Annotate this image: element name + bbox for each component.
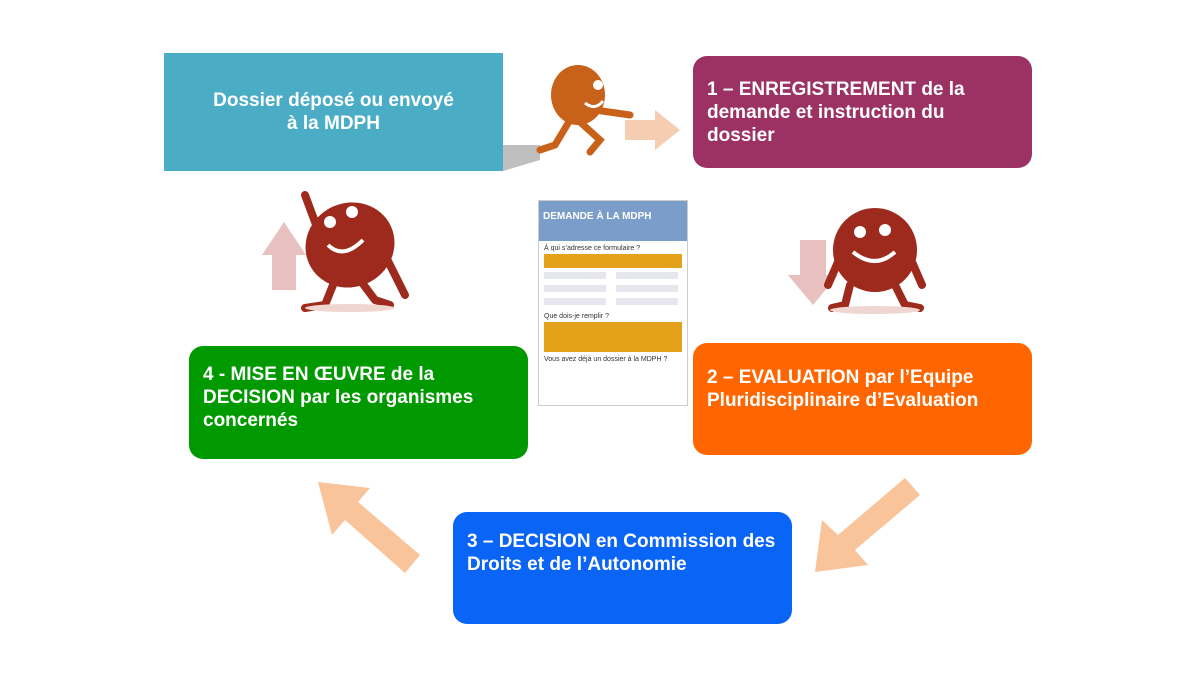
arrow-up-icon <box>262 222 306 290</box>
form-title: DEMANDE À LA MDPH <box>543 211 652 222</box>
form-section-2: Que dois-je remplir ? <box>544 313 609 320</box>
mascot-smiling-icon <box>824 208 926 314</box>
start-label-line1: Dossier déposé ou envoyé <box>213 90 454 111</box>
mascot-waving-icon <box>301 191 409 312</box>
step-2-label: 2 – EVALUATION par l’Equipe Pluridiscipl… <box>707 367 979 411</box>
mdph-form-thumbnail: DEMANDE À LA MDPH À qui s’adresse ce for… <box>538 200 688 406</box>
step-3-box: 3 – DECISION en Commission des Droits et… <box>453 512 792 624</box>
step-2-box: 2 – EVALUATION par l’Equipe Pluridiscipl… <box>693 343 1032 455</box>
step-1-box: 1 – ENREGISTREMENT de la demande et inst… <box>693 56 1032 168</box>
start-box: Dossier déposé ou envoyé à la MDPH <box>164 53 503 171</box>
arrow-down-left-icon <box>815 478 920 572</box>
arrow-up-left-icon <box>318 482 420 573</box>
form-section-1: À qui s’adresse ce formulaire ? <box>544 245 641 252</box>
step-4-box: 4 - MISE EN ŒUVRE de la DECISION par les… <box>189 346 528 459</box>
step-4-label: 4 - MISE EN ŒUVRE de la DECISION par les… <box>203 364 474 431</box>
shadow <box>503 145 540 171</box>
start-label-line2: à la MDPH <box>287 113 380 134</box>
arrow-down-icon <box>788 240 838 305</box>
arrow-right-icon <box>625 110 680 150</box>
step-3-label: 3 – DECISION en Commission des Droits et… <box>467 531 776 575</box>
form-header: DEMANDE À LA MDPH <box>539 201 687 241</box>
step-1-label: 1 – ENREGISTREMENT de la demande et inst… <box>707 78 965 146</box>
form-section-3: Vous avez déjà un dossier à la MDPH ? <box>544 356 668 363</box>
mascot-pointing-icon <box>536 65 634 156</box>
